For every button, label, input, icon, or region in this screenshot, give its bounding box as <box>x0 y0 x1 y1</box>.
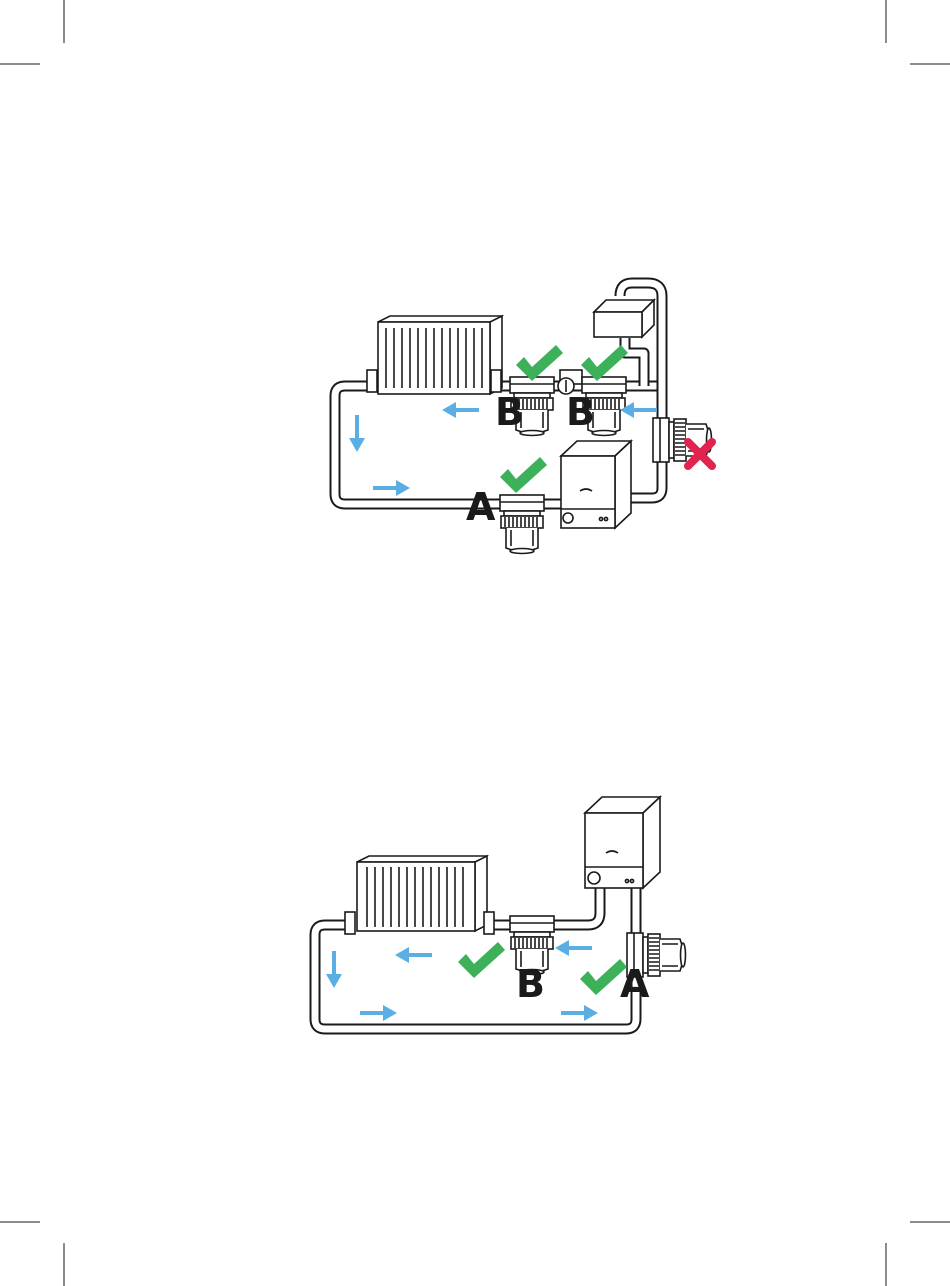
check-icon <box>581 345 628 381</box>
filter-icon-a-top <box>500 495 544 554</box>
diagram-bottom: B A <box>315 797 686 1029</box>
radiator-top <box>367 316 502 394</box>
boiler-top <box>561 441 631 528</box>
label-b-right: B <box>566 390 595 434</box>
flow-arrow-icon <box>555 940 592 956</box>
boiler-bottom <box>585 797 660 888</box>
diagram-top: B B A <box>335 283 712 554</box>
label-a: A <box>466 485 496 529</box>
check-icon <box>516 345 563 381</box>
flow-arrow-icon <box>395 947 432 963</box>
radiator-bottom <box>345 856 494 934</box>
flow-arrow-icon <box>561 1005 598 1021</box>
flow-arrow-icon <box>349 415 365 452</box>
flow-arrow-icon <box>442 402 479 418</box>
label-a: A <box>620 962 650 1006</box>
header-tank <box>594 300 654 337</box>
flow-arrow-icon <box>326 951 342 988</box>
check-icon <box>458 942 505 978</box>
check-icon <box>500 457 547 493</box>
flow-arrow-icon <box>360 1005 397 1021</box>
label-b-left: B <box>495 390 524 434</box>
flow-arrow-icon <box>373 480 410 496</box>
label-b: B <box>516 962 545 1006</box>
